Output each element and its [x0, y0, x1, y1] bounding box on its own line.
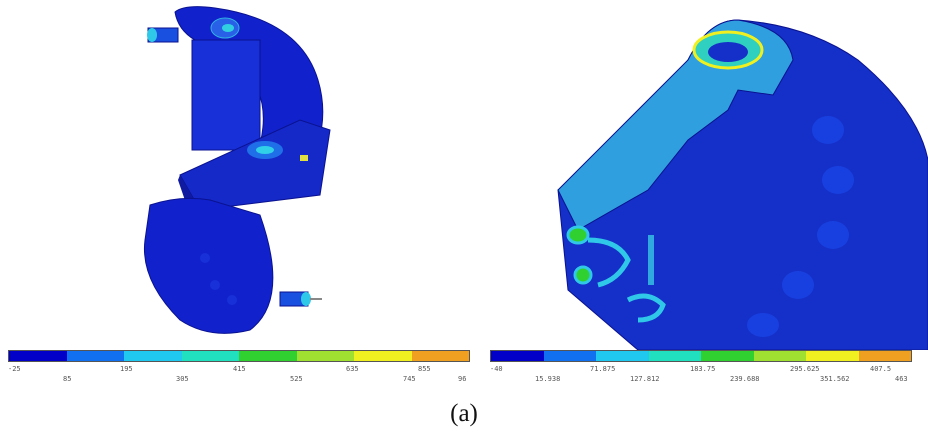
left-tick-bottom-1: 305	[176, 375, 189, 383]
left-stress-view	[143, 6, 331, 334]
right-tick-bottom-4: 463	[895, 375, 908, 383]
left-tick-bottom-4: 96	[458, 375, 467, 383]
right-tick-top-3: 295.625	[790, 365, 820, 373]
right-color-legend: -40 71.875 183.75 295.625 407.5 15.938 1…	[490, 350, 912, 390]
top-pin-end	[147, 28, 157, 42]
lower-bracket	[143, 197, 274, 334]
left-tick-bottom-3: 745	[403, 375, 416, 383]
left-legend-bar	[8, 350, 470, 362]
left-hole-1	[566, 225, 590, 245]
left-tick-bottom-0: 85	[63, 375, 72, 383]
right-tick-top-1: 71.875	[590, 365, 616, 373]
left-tick-top-1: 195	[120, 365, 133, 373]
right-tick-top-2: 183.75	[690, 365, 716, 373]
left-color-legend: -25 195 415 635 855 85 305 525 745 96	[8, 350, 470, 390]
right-tick-top-0: -40	[490, 365, 503, 373]
right-legend-bar	[490, 350, 912, 362]
right-stress-view	[557, 19, 928, 350]
upper-block	[191, 39, 261, 151]
right-tick-bottom-2: 239.688	[730, 375, 760, 383]
left-tick-bottom-2: 525	[290, 375, 303, 383]
figure-caption: (a)	[450, 400, 478, 427]
right-tick-bottom-1: 127.812	[630, 375, 660, 383]
right-tick-top-4: 407.5	[870, 365, 892, 373]
left-hole-2	[573, 265, 593, 285]
left-tick-top-2: 415	[233, 365, 246, 373]
right-tick-bottom-0: 15.938	[535, 375, 561, 383]
left-tick-top-3: 635	[346, 365, 359, 373]
left-tick-top-4: 855	[418, 365, 431, 373]
right-tick-bottom-3: 351.562	[820, 375, 850, 383]
left-tick-top-0: -25	[8, 365, 21, 373]
